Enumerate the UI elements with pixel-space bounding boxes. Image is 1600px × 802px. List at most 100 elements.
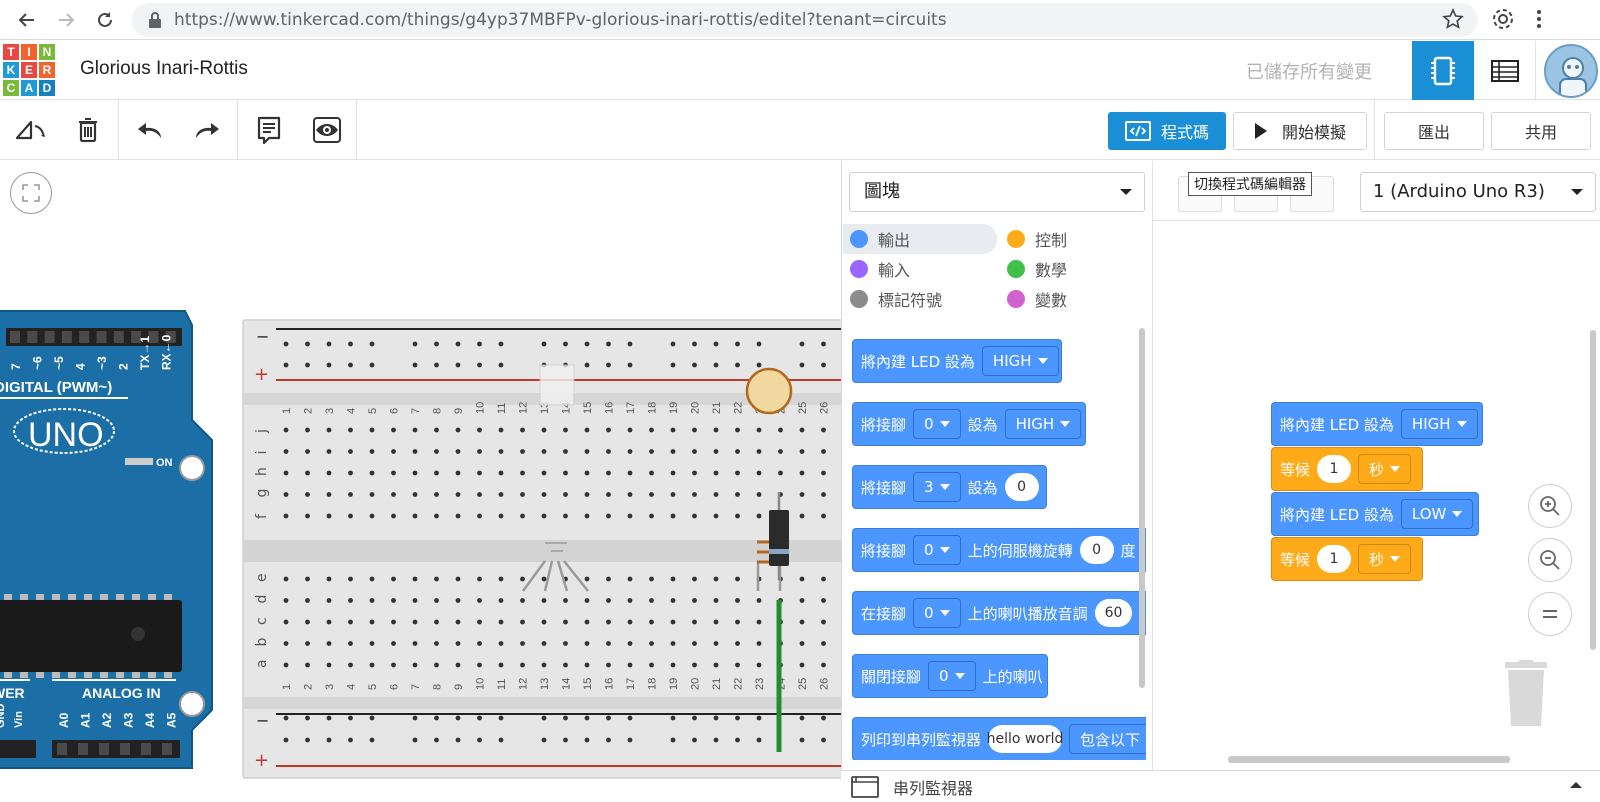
- breadboard-hole: [326, 492, 332, 497]
- pin-dropdown[interactable]: 0: [913, 598, 961, 628]
- column-number: 1: [281, 408, 293, 414]
- block-play-speaker[interactable]: 在接腳 0 上的喇叭播放音調 60: [852, 591, 1146, 635]
- pin-dropdown[interactable]: 0: [913, 409, 961, 439]
- category-variables[interactable]: 變數: [1001, 285, 1067, 313]
- start-simulation-button[interactable]: 開始模擬: [1233, 112, 1367, 150]
- breadboard-hole: [799, 619, 805, 625]
- breadboard-hole: [670, 427, 676, 433]
- script-set-builtin-led-low[interactable]: 將內建 LED 設為 LOW: [1271, 492, 1479, 536]
- expand-up-icon[interactable]: [1570, 782, 1582, 788]
- row-label: a: [254, 659, 270, 668]
- logo-letter: N: [39, 44, 55, 60]
- state-dropdown[interactable]: HIGH: [981, 346, 1059, 376]
- state-dropdown[interactable]: LOW: [1400, 499, 1474, 529]
- caret-down-icon: [1037, 358, 1048, 364]
- value-input[interactable]: 0: [1079, 536, 1114, 564]
- column-number: 7: [410, 408, 422, 414]
- category-control[interactable]: 控制: [1001, 225, 1067, 253]
- script-wait-2[interactable]: 等候 1 秒: [1271, 537, 1423, 581]
- extension-gear-icon[interactable]: [1491, 7, 1515, 35]
- breadboard-hole: [434, 449, 439, 454]
- breadboard-hole: [498, 492, 504, 497]
- value-input[interactable]: 1: [1317, 545, 1352, 573]
- workspace-horizontal-scrollbar[interactable]: [1228, 756, 1510, 763]
- zoom-reset-button[interactable]: [1528, 592, 1572, 636]
- power-pin-label: GND: [0, 704, 7, 729]
- zoom-out-button[interactable]: [1528, 538, 1572, 582]
- breadboard-hole: [520, 492, 525, 497]
- breadboard-hole: [455, 598, 461, 603]
- pin-dropdown[interactable]: 3: [913, 472, 961, 502]
- visibility-eye-icon[interactable]: [310, 114, 344, 146]
- redo-icon[interactable]: [190, 114, 224, 146]
- export-button[interactable]: 匯出: [1384, 112, 1484, 150]
- board-select[interactable]: 1 (Arduino Uno R3): [1360, 172, 1596, 212]
- circuit-view-button[interactable]: [1412, 41, 1474, 100]
- value-input[interactable]: 1: [1317, 455, 1352, 483]
- category-output[interactable]: 輸出: [844, 225, 910, 253]
- column-number: 1: [281, 684, 293, 690]
- reload-icon[interactable]: [91, 6, 119, 34]
- undo-icon[interactable]: [133, 114, 167, 146]
- header-pin: [44, 331, 55, 343]
- block-set-pin[interactable]: 將接腳 0 設為 HIGH: [852, 402, 1086, 446]
- rail-hole: [799, 737, 805, 743]
- editor-mode-select[interactable]: 圖塊: [849, 172, 1145, 212]
- breadboard-hole: [391, 470, 396, 476]
- rail-hole: [584, 341, 590, 347]
- state-dropdown[interactable]: HIGH: [1004, 409, 1082, 439]
- workspace-vertical-scrollbar[interactable]: [1590, 330, 1596, 650]
- workspace-trash-icon[interactable]: [1504, 660, 1548, 728]
- uno-label: UNO: [28, 416, 104, 454]
- column-number: 6: [389, 408, 401, 414]
- design-title[interactable]: Glorious Inari-Rottis: [80, 58, 248, 79]
- block-set-builtin-led[interactable]: 將內建 LED 設為 HIGH: [852, 339, 1062, 383]
- bookmark-star-icon[interactable]: [1442, 8, 1464, 34]
- script-set-builtin-led-high[interactable]: 將內建 LED 設為 HIGH: [1271, 402, 1483, 446]
- block-analog-write[interactable]: 將接腳 3 設為 0: [852, 465, 1047, 509]
- state-dropdown[interactable]: HIGH: [1400, 409, 1478, 439]
- share-button[interactable]: 共用: [1491, 112, 1591, 150]
- rotate-icon[interactable]: [13, 114, 47, 146]
- unit-dropdown[interactable]: 秒: [1358, 544, 1412, 574]
- value-input[interactable]: 0: [1004, 473, 1039, 501]
- zoom-in-button[interactable]: [1528, 484, 1572, 528]
- header-pin: [61, 331, 72, 343]
- dropdown-value: HIGH: [1411, 415, 1451, 433]
- value-input[interactable]: hello world: [987, 725, 1063, 753]
- delete-trash-icon[interactable]: [71, 114, 105, 146]
- pin-dropdown[interactable]: 0: [928, 661, 976, 691]
- block-palette[interactable]: 將內建 LED 設為 HIGH 將接腳 0 設為 HIGH 將接腳 3 設為 0…: [843, 320, 1146, 760]
- user-avatar[interactable]: [1544, 44, 1598, 98]
- component-list-button[interactable]: [1474, 41, 1536, 100]
- unit-dropdown[interactable]: 秒: [1358, 454, 1412, 484]
- breadboard-hole: [821, 598, 826, 603]
- forward-icon[interactable]: [52, 6, 80, 34]
- serial-monitor-bar[interactable]: 串列監視器: [841, 770, 1600, 802]
- category-notation[interactable]: 標記符號: [844, 285, 942, 313]
- category-input[interactable]: 輸入: [844, 255, 910, 283]
- pin-dropdown[interactable]: 0: [913, 535, 961, 565]
- newline-dropdown[interactable]: 包含以下: [1068, 724, 1146, 754]
- block-rotate-servo[interactable]: 將接腳 0 上的伺服機旋轉 0 度: [852, 528, 1146, 572]
- palette-scrollbar[interactable]: [1139, 328, 1145, 688]
- column-number: 22: [733, 402, 745, 414]
- category-math[interactable]: 數學: [1001, 255, 1067, 283]
- script-wait-1[interactable]: 等候 1 秒: [1271, 447, 1423, 491]
- rail-hole: [498, 715, 504, 721]
- breadboard-hole: [627, 427, 633, 433]
- address-bar[interactable]: https://www.tinkercad.com/things/g4yp37M…: [132, 3, 1478, 37]
- notes-icon[interactable]: [252, 114, 286, 146]
- code-editor-button[interactable]: 程式碼: [1108, 112, 1226, 150]
- back-icon[interactable]: [13, 6, 41, 34]
- browser-menu-icon[interactable]: [1535, 8, 1543, 34]
- value-input[interactable]: 60: [1094, 599, 1133, 627]
- breadboard-hole: [584, 492, 590, 497]
- fit-view-button[interactable]: [10, 172, 52, 214]
- block-turn-off-speaker[interactable]: 關閉接腳 0 上的喇叭: [852, 654, 1048, 698]
- rail-hole: [627, 715, 633, 721]
- block-print-serial[interactable]: 列印到串列監視器 hello world 包含以下: [852, 717, 1146, 760]
